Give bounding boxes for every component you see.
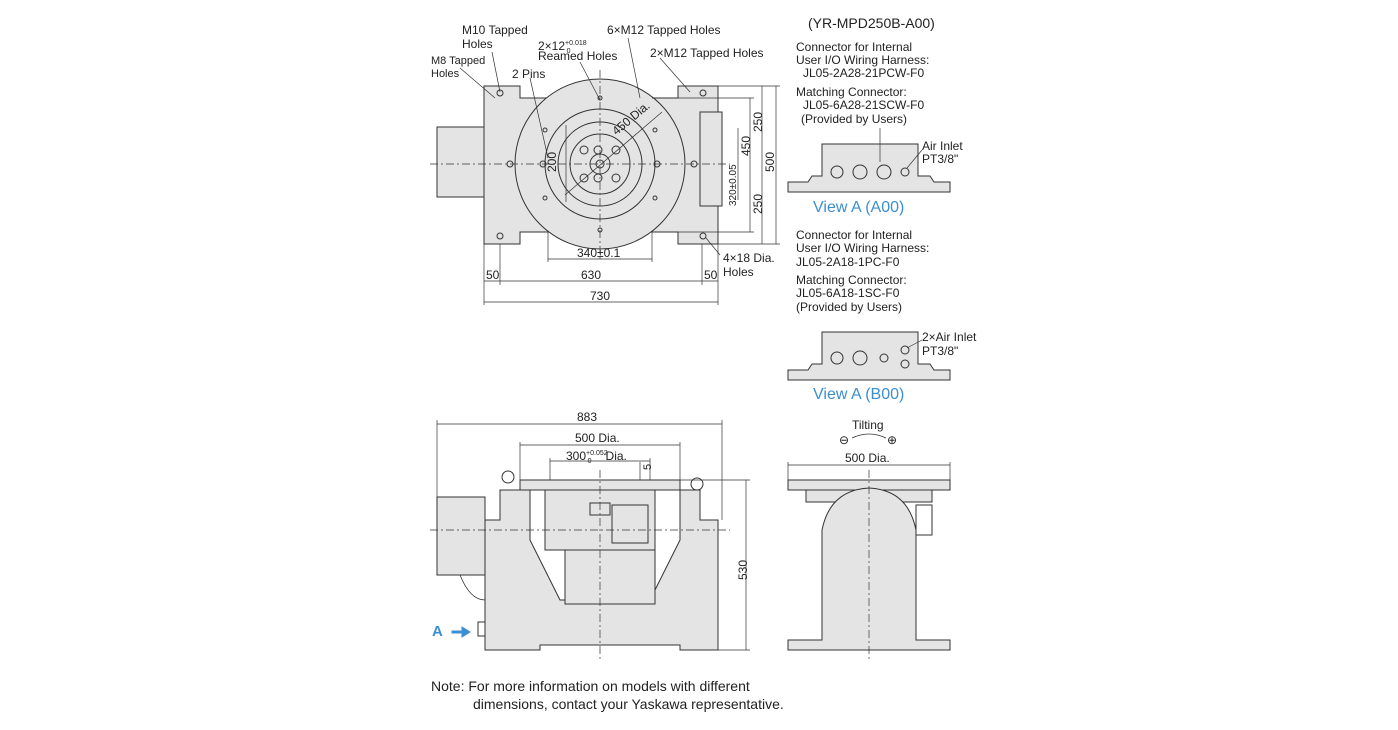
reamed-value: 2×12 <box>538 39 566 53</box>
tilting-plus-icon: ⊕ <box>887 433 898 447</box>
reamed-tol-lo: 0 <box>566 48 571 56</box>
m10-label: M10 Tapped <box>462 23 528 37</box>
d250a-label: 250 <box>751 111 765 132</box>
view-a00-drawing <box>787 128 951 193</box>
m10-label-2: Holes <box>462 37 493 51</box>
b00-connector-2: User I/O Wiring Harness: <box>796 241 930 255</box>
reamed-label-2: Reamed Holes <box>538 49 618 63</box>
view-a-arrow-icon <box>451 626 471 638</box>
d200-label: 200 <box>545 151 559 172</box>
view-a00-title: View A (A00) <box>813 199 905 216</box>
a00-connector-3: JL05-2A28-21PCW-F0 <box>803 66 925 80</box>
b00-air-2: PT3/8" <box>922 344 959 358</box>
b00-connector-1: Connector for Internal <box>796 228 913 242</box>
b00-matching-1: Matching Connector: <box>796 273 907 287</box>
d530-label: 530 <box>736 559 750 580</box>
holes18-label-2: Holes <box>723 265 754 279</box>
view-b00-title: View A (B00) <box>813 386 905 403</box>
d730-label: 730 <box>590 289 611 303</box>
b00-matching-3: (Provided by Users) <box>796 300 903 314</box>
tilting-label: Tilting <box>852 418 884 432</box>
d5-label: 5 <box>642 463 654 470</box>
side-view-drawing <box>787 433 951 660</box>
side-d500-label: 500 Dia. <box>845 451 890 465</box>
d500-label: 500 <box>763 151 777 172</box>
view-b00-drawing <box>787 331 951 381</box>
d50b-label: 50 <box>704 268 718 282</box>
front-d500-label: 500 Dia. <box>575 431 620 445</box>
d300-value: 300 <box>566 449 587 463</box>
a00-air-1: Air Inlet <box>922 139 963 153</box>
d320-label: 320±0.05 <box>728 164 739 206</box>
d300-tol-up: +0.052 <box>586 450 608 457</box>
m12-2-label: 2×M12 Tapped Holes <box>650 46 764 60</box>
reamed-label: 2×12+0.0180 <box>538 37 587 58</box>
holes18-label: 4×18 Dia. <box>723 251 775 265</box>
d450-label: 450 <box>739 135 753 156</box>
a00-matching-1: Matching Connector: <box>796 85 907 99</box>
tilting-minus-icon: ⊖ <box>839 433 850 447</box>
d883-label: 883 <box>577 410 598 424</box>
d630-label: 630 <box>581 268 602 282</box>
d300-tol-lo: 0 <box>587 458 592 466</box>
d50a-label: 50 <box>486 268 500 282</box>
top-view-drawing <box>430 37 780 305</box>
d340-label: 340±0.1 <box>577 246 621 260</box>
a00-matching-3: (Provided by Users) <box>801 112 908 126</box>
front-view-drawing <box>430 420 750 660</box>
d250b-label: 250 <box>751 193 765 214</box>
note-line-2: dimensions, contact your Yaskawa represe… <box>473 696 784 712</box>
reamed-tol-up: +0.018 <box>565 40 587 47</box>
view-a-arrow-label: A <box>432 623 443 640</box>
b00-air-1: 2×Air Inlet <box>922 330 977 344</box>
m8-label: M8 Tapped <box>431 55 486 67</box>
m12-6-label: 6×M12 Tapped Holes <box>607 23 721 37</box>
a00-connector-1: Connector for Internal <box>796 40 913 54</box>
note-line-1: Note: For more information on models wit… <box>431 678 750 694</box>
a00-connector-2: User I/O Wiring Harness: <box>796 53 930 67</box>
a00-air-2: PT3/8" <box>922 152 959 166</box>
a00-matching-2: JL05-6A28-21SCW-F0 <box>803 98 925 112</box>
b00-connector-3: JL05-2A18-1PC-F0 <box>796 255 900 269</box>
model-title: (YR-MPD250B-A00) <box>808 15 935 31</box>
b00-matching-2: JL05-6A18-1SC-F0 <box>796 286 900 300</box>
pins-label: 2 Pins <box>512 67 546 81</box>
m8-label-2: Holes <box>431 68 460 80</box>
d300-dia: Dia. <box>605 449 627 463</box>
d300-label: 300+0.0520 Dia. <box>566 447 627 468</box>
